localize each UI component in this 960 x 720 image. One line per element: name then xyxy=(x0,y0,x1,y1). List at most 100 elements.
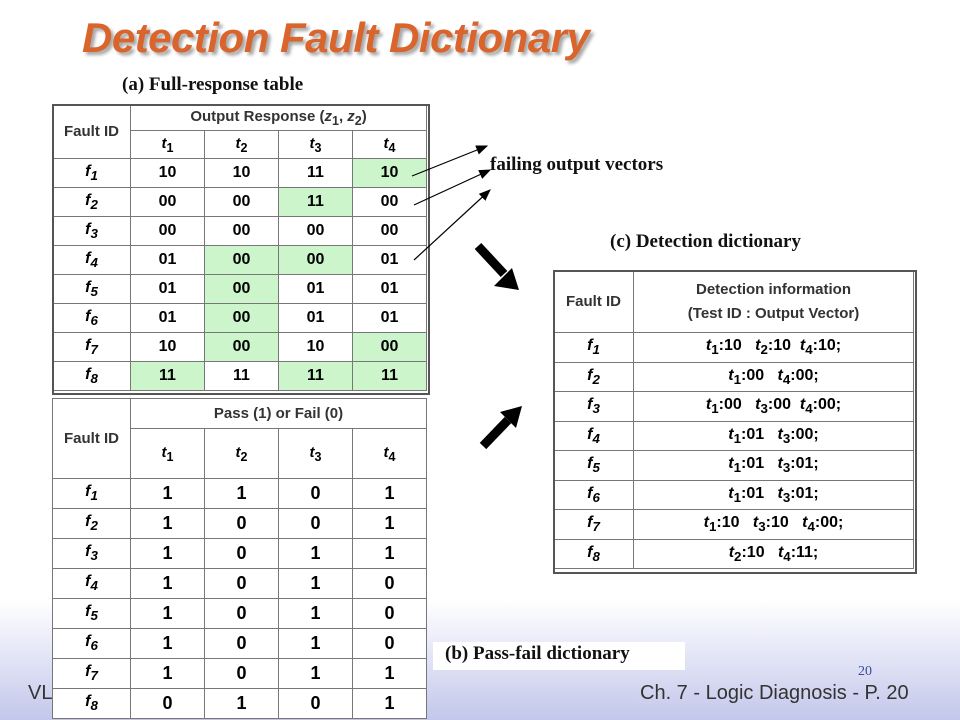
response-cell: 01 xyxy=(351,303,428,333)
fault-id-cell: f8 xyxy=(52,361,131,391)
response-cell: 11 xyxy=(351,361,428,391)
detection-info-cell: t1:01 t3:01; xyxy=(633,479,914,510)
fault-id-header: Fault ID xyxy=(553,270,634,333)
caption-failing-vectors: failing output vectors xyxy=(490,154,664,175)
response-cell: 00 xyxy=(351,332,428,362)
response-cell: 10 xyxy=(130,332,205,362)
detection-info-cell: t1:10 t3:10 t4:00; xyxy=(633,509,914,540)
fault-id-cell: f6 xyxy=(52,303,131,333)
pass-fail-cell: 1 xyxy=(278,628,353,659)
fault-id-header: Fault ID xyxy=(52,398,131,479)
detection-info-header-line2: (Test ID : Output Vector) xyxy=(687,304,860,322)
detection-info-header: Detection information (Test ID : Output … xyxy=(633,270,914,333)
pass-fail-cell: 1 xyxy=(351,688,428,719)
fault-id-cell: f7 xyxy=(52,658,131,689)
response-cell: 11 xyxy=(278,158,353,188)
pass-fail-cell: 0 xyxy=(130,688,205,719)
fault-id-cell: f2 xyxy=(52,187,131,217)
response-cell: 00 xyxy=(204,216,279,246)
fault-id-cell: f8 xyxy=(553,538,634,569)
pass-fail-cell: 0 xyxy=(278,478,353,509)
response-cell: 11 xyxy=(278,187,353,217)
response-cell: 11 xyxy=(278,361,353,391)
response-cell: 01 xyxy=(278,274,353,304)
full-test-t2: t2 xyxy=(204,130,279,159)
caption-detection-dictionary: (c) Detection dictionary xyxy=(610,231,801,252)
response-cell: 01 xyxy=(278,303,353,333)
pass-fail-cell: 0 xyxy=(351,568,428,599)
fault-id-cell: f5 xyxy=(553,450,634,481)
response-cell: 11 xyxy=(204,361,279,391)
caption-pass-fail: (b) Pass-fail dictionary xyxy=(433,642,685,670)
pf-test-t3: t3 xyxy=(278,428,353,479)
full-test-t4: t4 xyxy=(351,130,428,159)
arrow-f4 xyxy=(413,189,491,261)
response-cell: 10 xyxy=(351,158,428,188)
arrow-f1 xyxy=(411,145,489,177)
pass-fail-cell: 0 xyxy=(351,628,428,659)
pass-fail-cell: 1 xyxy=(130,508,205,539)
full-test-t3: t3 xyxy=(278,130,353,159)
pass-fail-header: Pass (1) or Fail (0) xyxy=(129,398,428,429)
pass-fail-cell: 0 xyxy=(278,508,353,539)
pass-fail-cell: 0 xyxy=(204,658,279,689)
fault-id-cell: f5 xyxy=(52,274,131,304)
response-cell: 10 xyxy=(278,332,353,362)
pass-fail-cell: 1 xyxy=(130,568,205,599)
arrow-f2 xyxy=(413,169,492,206)
detection-info-cell: t1:01 t3:01; xyxy=(633,450,914,481)
pass-fail-cell: 1 xyxy=(278,538,353,569)
pf-test-t4: t4 xyxy=(351,428,428,479)
block-arrow-up xyxy=(479,406,522,450)
pass-fail-cell: 1 xyxy=(130,478,205,509)
detection-info-cell: t1:00 t4:00; xyxy=(633,361,914,392)
pass-fail-cell: 1 xyxy=(351,658,428,689)
detection-info-cell: t1:10 t2:10 t4:10; xyxy=(633,332,914,363)
response-cell: 00 xyxy=(204,245,279,275)
response-cell: 10 xyxy=(130,158,205,188)
block-arrow-down xyxy=(474,242,519,290)
caption-full-response: (a) Full-response table xyxy=(122,74,304,95)
pass-fail-cell: 0 xyxy=(278,688,353,719)
pass-fail-cell: 0 xyxy=(351,598,428,629)
page-number: 20 xyxy=(858,664,872,679)
detection-info-cell: t2:10 t4:11; xyxy=(633,538,914,569)
detection-info-header-line1: Detection information xyxy=(695,280,851,298)
slide-title: Detection Fault Dictionary xyxy=(82,14,590,61)
footer-left-text: VL xyxy=(28,682,53,704)
pass-fail-cell: 1 xyxy=(204,688,279,719)
fault-id-cell: f6 xyxy=(52,628,131,659)
fault-id-cell: f8 xyxy=(52,688,131,719)
fault-id-cell: f2 xyxy=(52,508,131,539)
fault-id-cell: f7 xyxy=(553,509,634,540)
footer-chapter-text: Ch. 7 - Logic Diagnosis - P. 20 xyxy=(640,682,909,704)
response-cell: 11 xyxy=(130,361,205,391)
detection-dictionary-table: Fault ID Detection information (Test ID … xyxy=(553,270,914,569)
response-cell: 00 xyxy=(204,274,279,304)
response-cell: 00 xyxy=(351,216,428,246)
pass-fail-cell: 1 xyxy=(278,658,353,689)
pf-test-t2: t2 xyxy=(204,428,279,479)
response-cell: 00 xyxy=(278,245,353,275)
response-cell: 01 xyxy=(130,274,205,304)
